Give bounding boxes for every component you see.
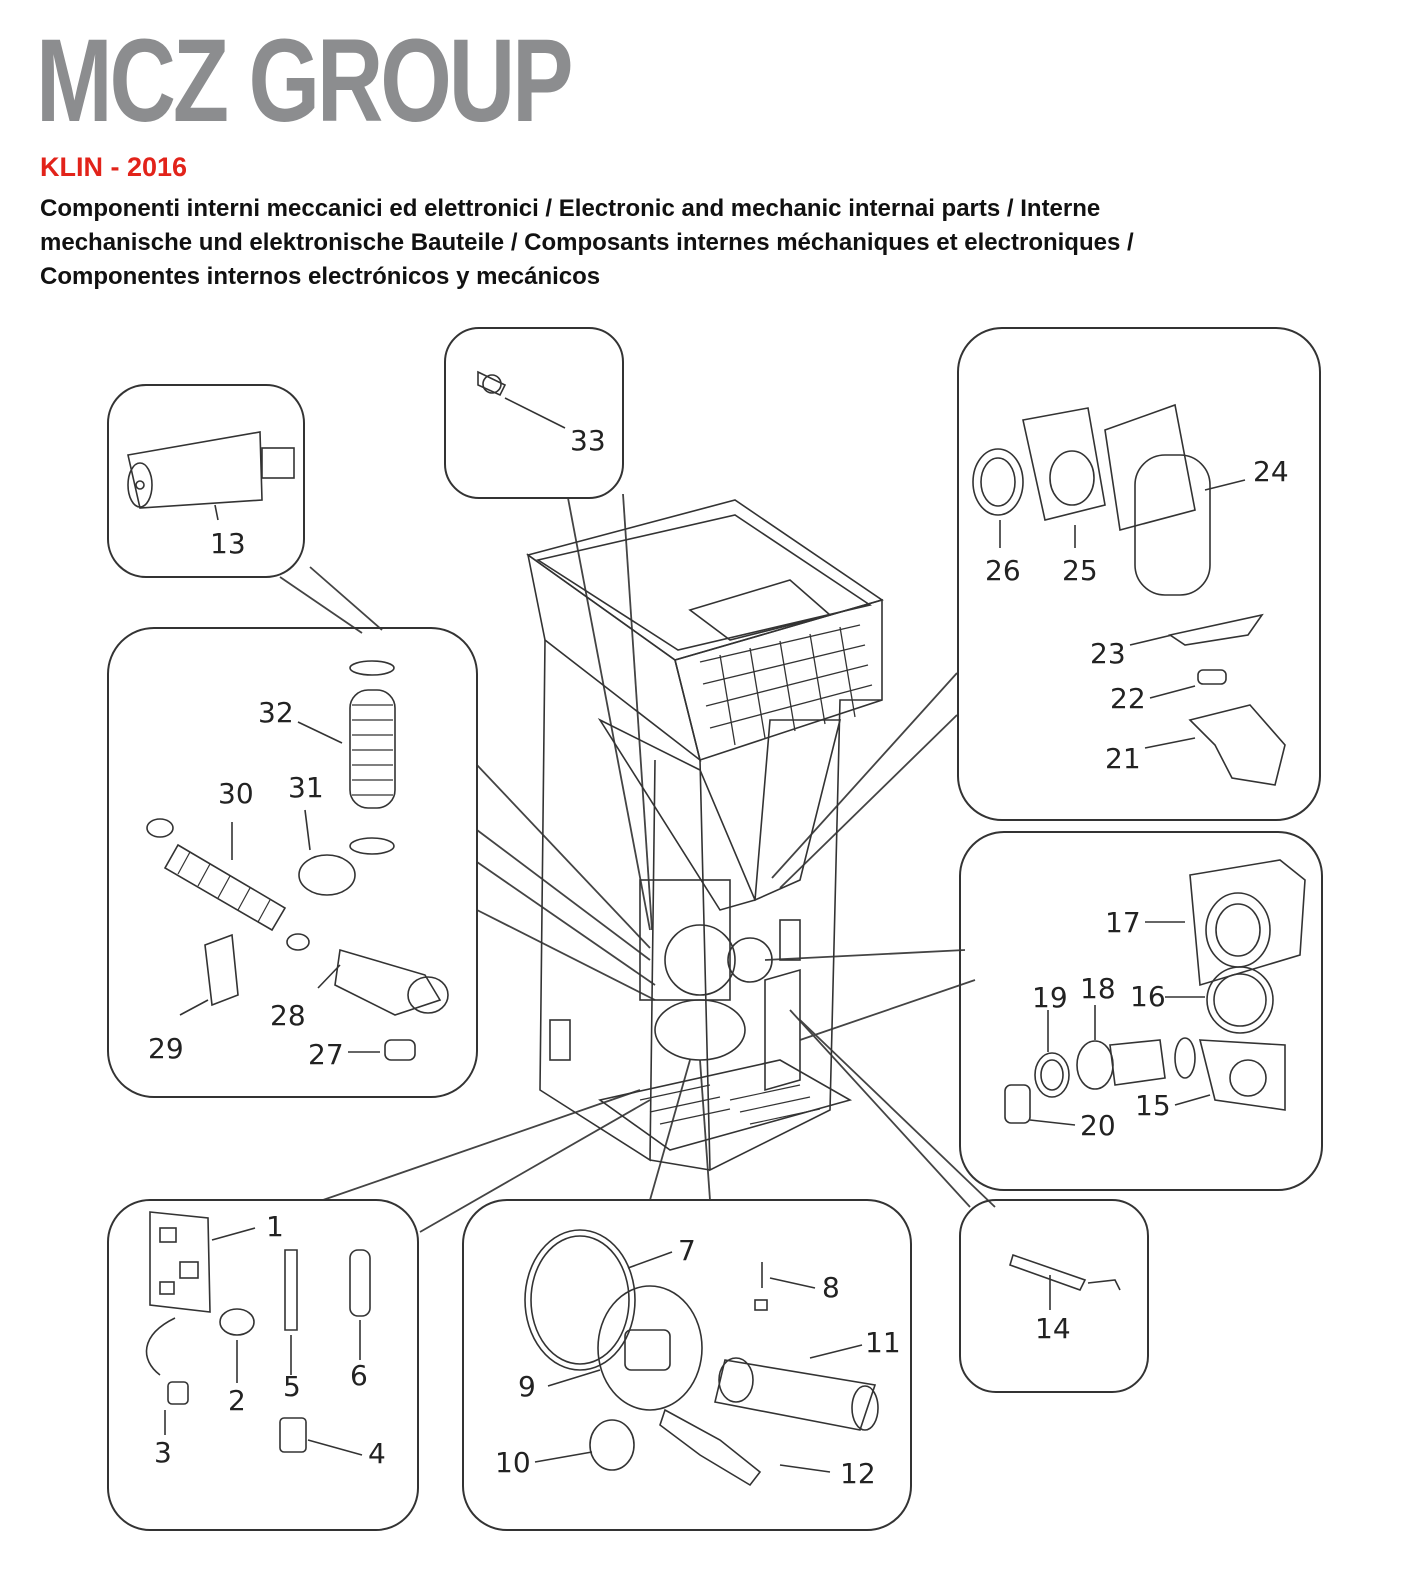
part-label-33: 33: [570, 424, 606, 457]
part-label-12: 12: [840, 1457, 876, 1490]
callout-box-13: [107, 384, 305, 578]
part-label-16: 16: [1130, 980, 1166, 1013]
model-title: KLIN - 2016: [40, 152, 188, 182]
part-label-31: 31: [288, 771, 324, 804]
part-label-3: 3: [154, 1436, 172, 1469]
callout-box-15-20: [959, 831, 1323, 1191]
part-number-labels: 1 2 3 4 5 6 7 8 9 10 11 12 13 14 15 16 1…: [148, 424, 1289, 1490]
part-label-9: 9: [518, 1370, 536, 1403]
parts-27-32-illustration: [146, 660, 449, 1061]
description-line-2: mechanische und elektronische Bauteile /…: [40, 229, 1134, 256]
part-33-illustration: [477, 370, 566, 429]
part-label-24: 24: [1253, 455, 1289, 488]
part-label-21: 21: [1105, 742, 1141, 775]
part-label-14: 14: [1035, 1312, 1071, 1345]
description-line-1: Componenti interni meccanici ed elettron…: [40, 195, 1101, 222]
description: Componenti interni meccanici ed elettron…: [40, 192, 1380, 294]
part-label-18: 18: [1080, 972, 1116, 1005]
callout-box-33: [444, 327, 624, 499]
part-label-25: 25: [1062, 554, 1098, 587]
parts-15-20-illustration: [1004, 859, 1306, 1126]
part-label-19: 19: [1032, 981, 1068, 1014]
part-label-5: 5: [283, 1370, 301, 1403]
part-label-10: 10: [495, 1446, 531, 1479]
callout-box-21-26: [957, 327, 1321, 821]
part-label-20: 20: [1080, 1109, 1116, 1142]
part-label-1: 1: [266, 1210, 284, 1243]
part-label-30: 30: [218, 777, 254, 810]
part-label-11: 11: [865, 1326, 901, 1359]
part-label-32: 32: [258, 696, 294, 729]
part-label-8: 8: [822, 1271, 840, 1304]
part-label-28: 28: [270, 999, 306, 1032]
parts-21-26-illustration: [972, 403, 1286, 786]
callout-box-7-12: [462, 1199, 912, 1531]
parts-7-12-illustration: [524, 1229, 879, 1487]
part-label-17: 17: [1105, 906, 1141, 939]
part-label-4: 4: [368, 1437, 386, 1470]
part-label-15: 15: [1135, 1089, 1171, 1122]
part-label-6: 6: [350, 1359, 368, 1392]
callout-leaders: [279, 493, 996, 1233]
part-label-29: 29: [148, 1032, 184, 1065]
part-label-7: 7: [678, 1234, 696, 1267]
part-label-13: 13: [210, 527, 246, 560]
description-line-3: Componentes internos electrónicos y mecá…: [40, 263, 601, 290]
part-14-illustration: [1009, 1253, 1121, 1310]
part-label-23: 23: [1090, 637, 1126, 670]
part-13-illustration: [127, 431, 295, 521]
part-label-22: 22: [1110, 682, 1146, 715]
callout-box-14: [959, 1199, 1149, 1393]
parts-1-6-illustration: [145, 1211, 371, 1456]
part-label-27: 27: [308, 1038, 344, 1071]
brand-logo: MCZ GROUP: [36, 15, 573, 147]
callout-box-27-32: [107, 627, 478, 1098]
callout-box-1-6: [107, 1199, 419, 1531]
stove-frame-illustration: [526, 499, 884, 1172]
part-label-2: 2: [228, 1384, 246, 1417]
part-label-26: 26: [985, 554, 1021, 587]
